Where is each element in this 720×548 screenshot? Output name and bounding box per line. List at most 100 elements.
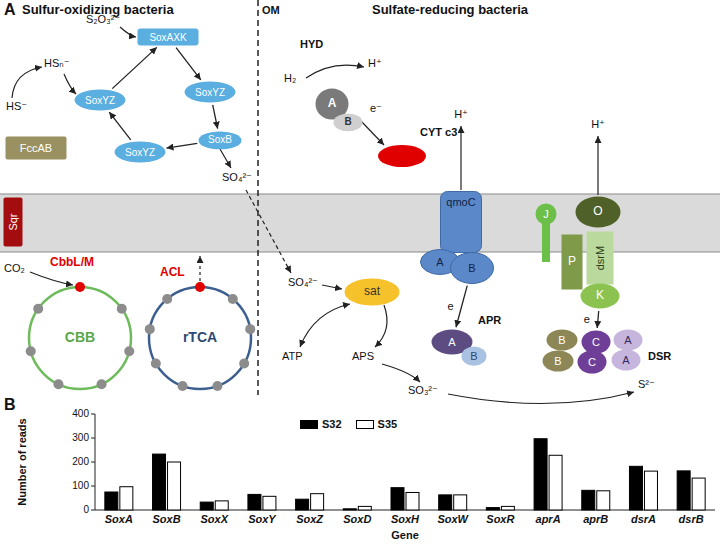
node-label: B [468,262,475,274]
compound-label: APS [352,350,374,363]
gene-name: aprA [536,513,561,526]
path-part [306,65,364,78]
compound-label: HS⁻ [6,100,27,113]
bar [439,495,452,510]
legend-item: S32 [300,418,342,430]
gene-name: SoxY [248,513,276,526]
bar [406,492,419,510]
subunit-ellipse: B [542,350,574,372]
bar [105,492,118,510]
shape-part [345,279,400,306]
gene-name: aprB [583,513,608,526]
membrane-protein: qmoC [440,191,482,253]
subunit-box: P [561,234,583,290]
node-label: J [543,208,549,220]
shape-part [151,359,161,369]
node-label: A [328,97,337,110]
line-part [95,510,715,511]
shape-part [115,142,166,163]
shape-part [578,351,607,374]
enzyme-ellipse: SoxYZ [114,141,166,163]
gene-name: SoxH [391,513,419,526]
node-label: A [436,256,443,268]
shape-part [582,331,611,354]
shape-part [97,379,107,389]
line-part [91,438,95,439]
subunit-ellipse: B [333,113,363,132]
node-label: CBB [65,330,95,345]
path-part [300,304,350,347]
axis-title: Number of reads [16,418,29,505]
reaction-arrow [176,48,201,80]
bar [311,494,324,510]
tick-label: 100 [72,480,89,492]
legend: S32 S35 [300,418,411,430]
line-part [91,486,95,487]
reaction-arrow [597,311,598,328]
path-part [360,120,384,145]
node-label: SoxB [208,134,232,145]
shape-part [33,304,43,314]
compound-label: SO₄²⁻ [222,171,252,184]
node-label: C [592,336,600,348]
enzyme-label: APR [478,314,501,327]
bar [582,490,595,510]
node-label: SoxAXK [149,32,186,43]
panel-letter: B [4,396,16,414]
node-label: B [470,350,477,362]
node-label: SoxYZ [125,147,155,158]
bar [597,491,610,510]
legend-text: S35 [378,418,398,430]
electron-label: e⁻ [370,102,382,115]
shape-part [239,359,249,369]
shape-part [53,379,63,389]
legend-swatch [356,420,374,429]
shape-part [614,330,643,351]
chart-axes [91,414,715,510]
divider-line [257,0,259,395]
path-part [597,136,598,195]
node-label: B [554,355,561,367]
shape-part [4,198,23,247]
gene-name: SoxA [105,513,133,526]
path-part [246,190,291,273]
connectors [109,47,598,328]
shape-part [562,235,583,290]
shape-part [536,204,557,225]
shape-part [138,29,199,46]
bar [263,496,276,510]
bar [343,509,356,510]
path-part [120,27,136,37]
subunit-ellipse: B [450,252,494,284]
compound-label: SO₄²⁻ [288,276,318,289]
node-label: rTCA [183,330,217,345]
compound-label: SO₃²⁻ [408,384,438,397]
legend-swatch [300,420,318,429]
subunit-ellipse: C [577,350,607,374]
cycle-circle: CBB [28,286,132,390]
bar [168,462,181,510]
bar [501,506,514,510]
node-label: A [622,354,629,366]
line-part [91,414,95,415]
legend-text: S32 [322,418,342,430]
enzyme-ellipse: sat [344,278,400,306]
shape-part [178,381,188,391]
shape-part [451,253,494,284]
compound-label: ATP [282,350,303,363]
shape-part [195,282,205,292]
enzyme-label: DSR [648,350,671,363]
gene-name: SoxB [152,513,180,526]
bar [454,495,467,510]
shape-part [117,304,127,314]
subunit-ellipse: C [581,330,611,354]
shape-part [441,192,482,253]
shape-part [576,197,621,228]
shape-part [29,287,131,389]
compound-label: S²⁻ [638,378,655,391]
node-label: sat [364,285,380,298]
node-label: A [624,334,631,346]
electron-label: e [584,313,590,326]
bar [692,478,705,510]
